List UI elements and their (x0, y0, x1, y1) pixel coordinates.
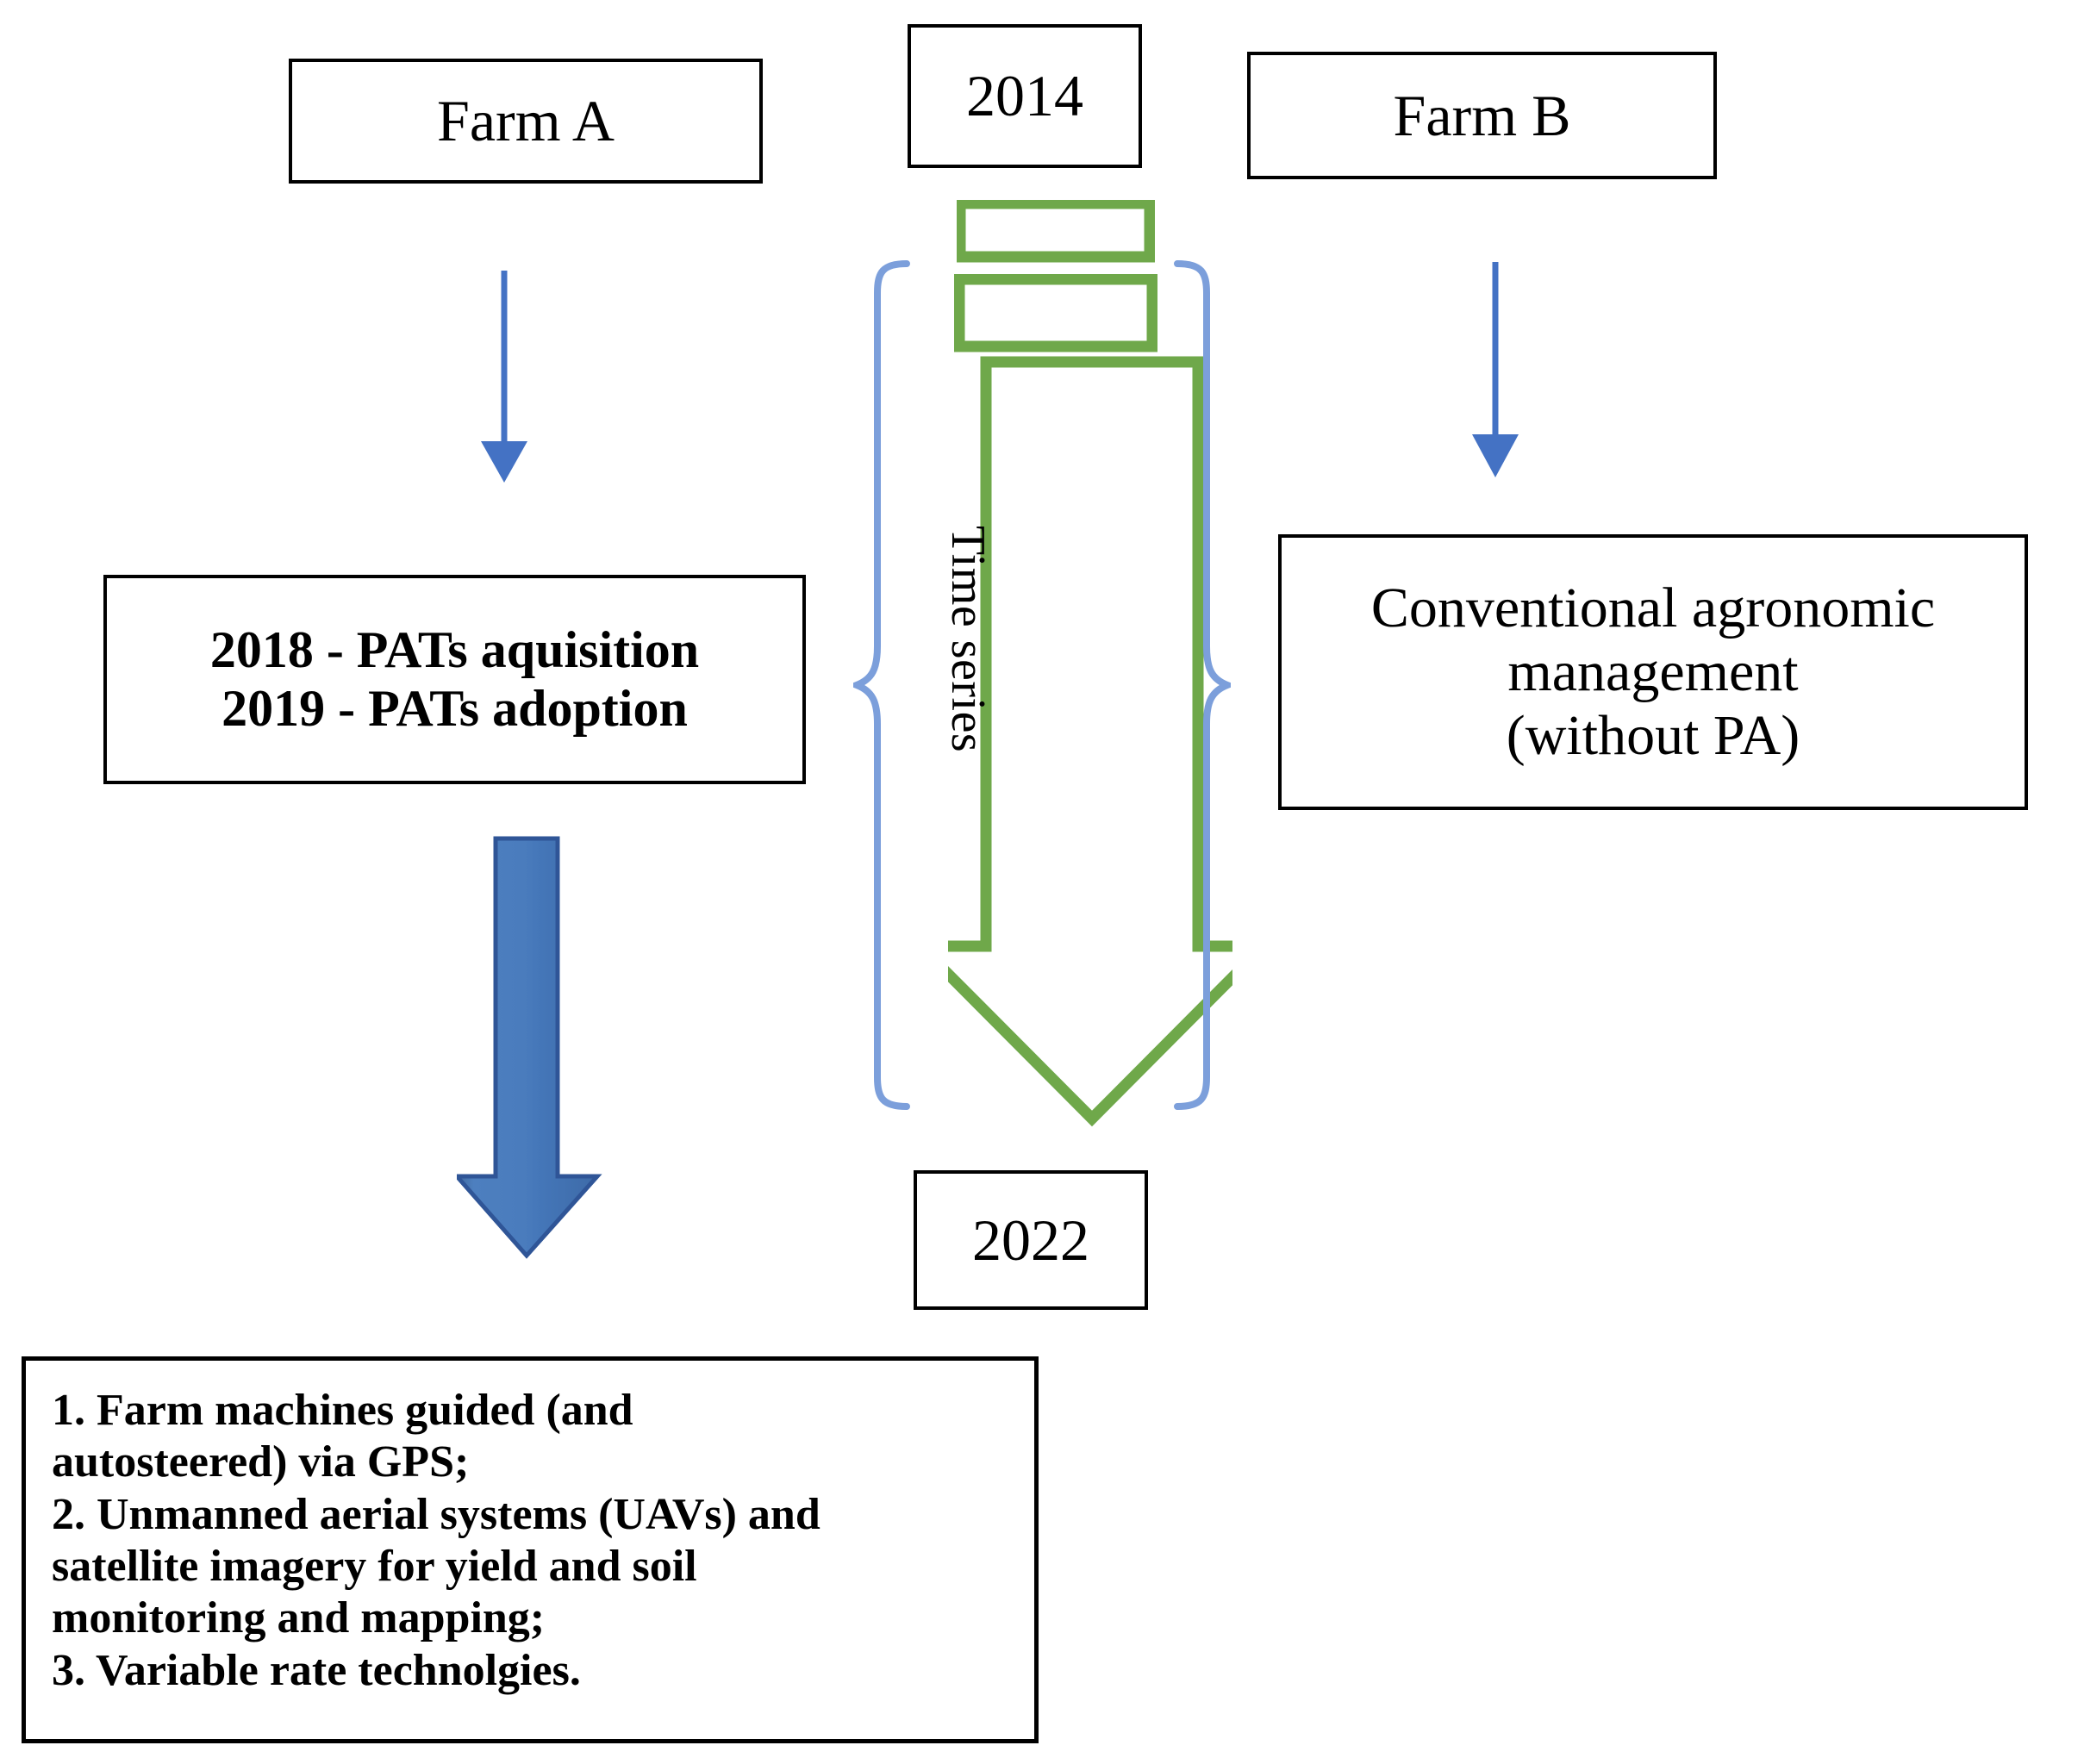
tech-line-4: satellite imagery for yield and soil (52, 1541, 697, 1591)
year-end-box: 2022 (914, 1170, 1148, 1310)
green-cap-rect-second (954, 274, 1157, 352)
farm-b-box: Farm B (1247, 52, 1717, 179)
farm-b-label: Farm B (1393, 82, 1571, 148)
conventional-management-box: Conventional agronomic management (witho… (1278, 534, 2028, 810)
tech-line-1: 1. Farm machines guided (and (52, 1386, 633, 1435)
year-start-box: 2014 (908, 24, 1142, 168)
tech-line-6: 3. Variable rate technolgies. (52, 1645, 581, 1695)
pats-line-1: 2018 - PATs aquisition (209, 621, 700, 679)
farm-b-down-arrow-icon (1472, 262, 1519, 477)
right-curly-brace (1174, 260, 1231, 1110)
time-series-label: Time series (941, 526, 995, 753)
farm-a-label: Farm A (437, 88, 615, 154)
conventional-line-3: (without PA) (1506, 703, 1800, 767)
technologies-list-box: 1. Farm machines guided (and autosteered… (22, 1356, 1039, 1743)
year-start-label: 2014 (966, 63, 1083, 129)
farm-a-down-arrow-icon (481, 271, 527, 483)
tech-line-2: autosteered) via GPS; (52, 1437, 470, 1487)
pats-timeline-box: 2018 - PATs aquisition 2019 - PATs adopt… (103, 575, 806, 784)
time-series-arrow-icon (948, 356, 1232, 1127)
pats-to-technologies-arrow-icon (457, 836, 602, 1259)
farm-a-box: Farm A (289, 59, 763, 184)
year-end-label: 2022 (972, 1206, 1089, 1273)
tech-line-5: monitoring and mapping; (52, 1593, 546, 1643)
tech-line-3: 2. Unmanned aerial systems (UAVs) and (52, 1489, 820, 1539)
conventional-line-2: management (1507, 640, 1799, 704)
left-curly-brace (853, 260, 910, 1110)
green-cap-rect-top (957, 200, 1155, 263)
pats-line-2: 2019 - PATs adoption (222, 679, 688, 737)
conventional-line-1: Conventional agronomic (1370, 577, 1936, 640)
